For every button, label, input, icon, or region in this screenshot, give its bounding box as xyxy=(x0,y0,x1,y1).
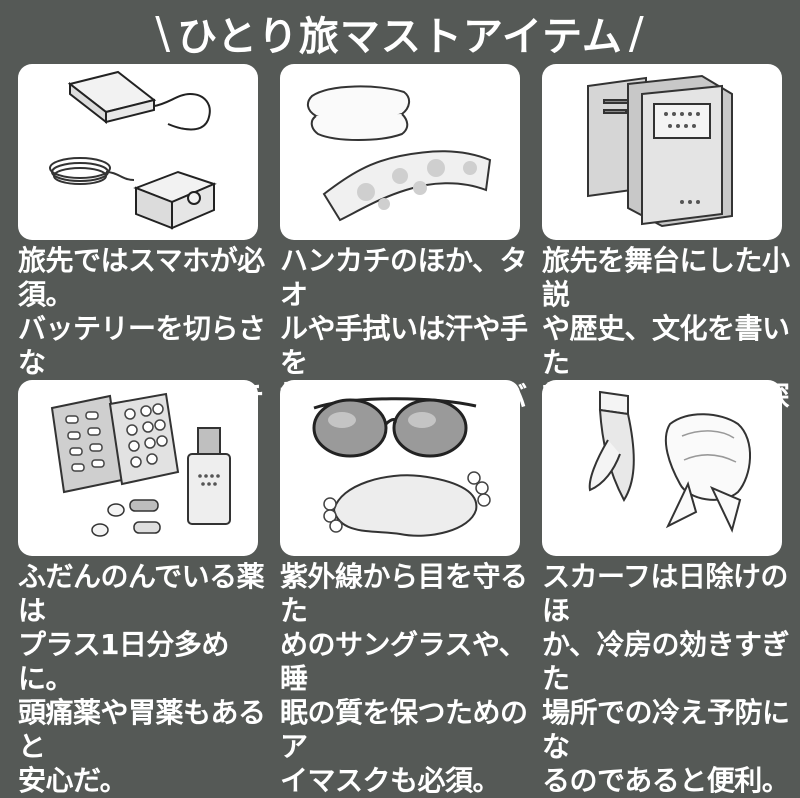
title-slash-right: / xyxy=(628,7,645,59)
medicine-icon xyxy=(50,392,231,537)
title-text: ひとり旅マストアイテム xyxy=(177,14,623,60)
title-slash-left: \ xyxy=(155,7,172,59)
scarf-icon xyxy=(588,390,751,533)
towel-handkerchief-icon xyxy=(306,85,492,222)
item-caption-medicine: ふだんのんでいる薬は プラス1日分多めに。 頭痛薬や胃薬もあると 安心だ。 xyxy=(18,560,266,797)
sunglasses-eyemask-icon xyxy=(312,397,491,537)
battery-charger-icon xyxy=(49,70,217,230)
item-card-battery xyxy=(18,64,258,240)
infographic-panel: \ ひとり旅マストアイテム / xyxy=(0,4,800,797)
item-card-sunglasses xyxy=(280,380,520,556)
item-card-medicine xyxy=(18,380,258,556)
page-title: \ ひとり旅マストアイテム / xyxy=(0,4,800,62)
item-caption-sunglasses: 紫外線から目を守るた めのサングラスや、睡 眠の質を保つためのア イマスクも必須… xyxy=(280,560,528,797)
item-card-towel xyxy=(280,64,520,240)
item-caption-scarf: スカーフは日除けのほ か、冷房の効きすぎた 場所での冷え予防にな るのであると便… xyxy=(542,560,790,797)
item-card-scarf xyxy=(542,380,782,556)
item-card-books xyxy=(542,64,782,240)
books-icon xyxy=(587,74,733,228)
